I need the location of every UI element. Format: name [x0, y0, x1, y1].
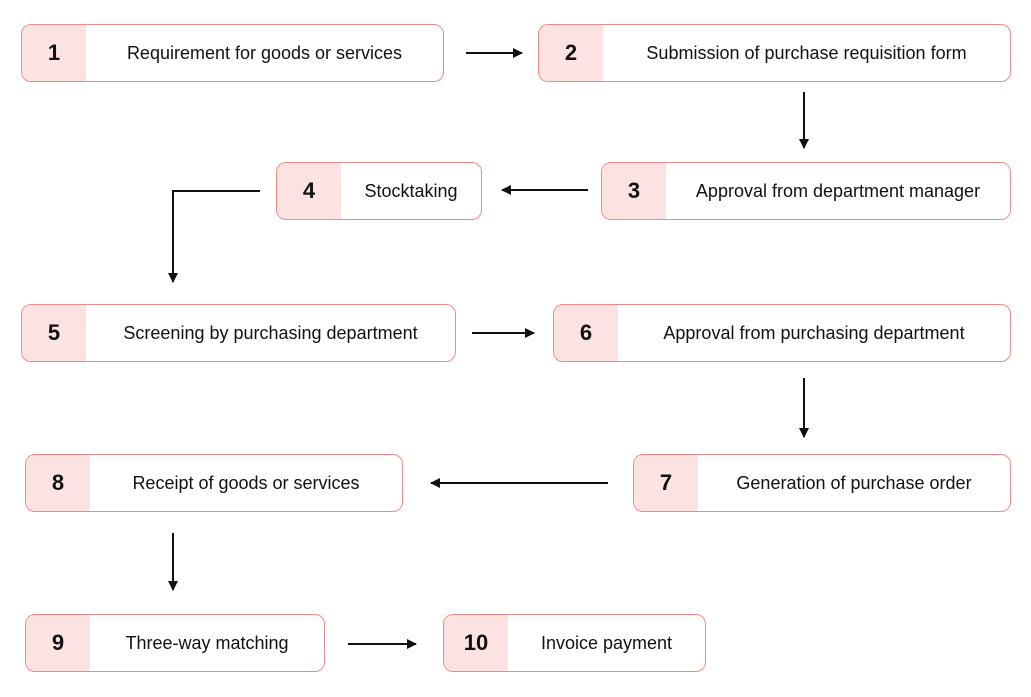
step-label: Screening by purchasing department [123, 322, 418, 343]
step-number: 4 [277, 163, 341, 219]
step-10-box: 10 Invoice payment [443, 614, 706, 672]
step-3-box: 3 Approval from department manager [601, 162, 1011, 220]
arrow-4-to-5 [168, 190, 260, 283]
step-5-box: 5 Screening by purchasing department [21, 304, 456, 362]
step-label: Stocktaking [364, 180, 458, 201]
step-label: Approval from purchasing department [663, 322, 965, 343]
step-label: Submission of purchase requisition form [646, 42, 967, 63]
step-label: Invoice payment [540, 632, 673, 653]
step-number: 6 [554, 305, 618, 361]
step-6-box: 6 Approval from purchasing department [553, 304, 1011, 362]
step-number: 1 [22, 25, 86, 81]
step-label: Generation of purchase order [736, 472, 972, 493]
step-number: 5 [22, 305, 86, 361]
step-label: Approval from department manager [695, 180, 981, 201]
step-number: 2 [539, 25, 603, 81]
step-1-box: 1 Requirement for goods or services [21, 24, 444, 82]
step-number: 10 [444, 615, 508, 671]
step-4-box: 4 Stocktaking [276, 162, 482, 220]
step-9-box: 9 Three-way matching [25, 614, 325, 672]
step-label: Requirement for goods or services [126, 42, 403, 63]
step-7-box: 7 Generation of purchase order [633, 454, 1011, 512]
step-2-box: 2 Submission of purchase requisition for… [538, 24, 1011, 82]
step-number: 9 [26, 615, 90, 671]
step-label: Receipt of goods or services [132, 472, 360, 493]
step-number: 3 [602, 163, 666, 219]
step-label: Three-way matching [125, 632, 289, 653]
step-number: 8 [26, 455, 90, 511]
step-8-box: 8 Receipt of goods or services [25, 454, 403, 512]
step-number: 7 [634, 455, 698, 511]
